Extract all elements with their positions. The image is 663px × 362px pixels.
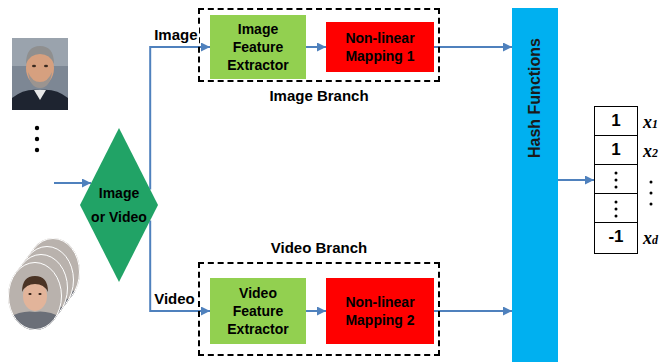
branch-group: Video Feature Extractor Non-linear Mappin… [198,262,440,356]
box-label: Video Feature Extractor [210,284,306,338]
person-photo [12,38,68,110]
box-label: Image Feature Extractor [210,20,306,74]
box-label: Non-linear Mapping 2 [326,293,434,329]
video-frames [8,238,80,330]
ellipsis-dots [35,126,39,152]
box-text: Video Feature Extractor [227,285,288,337]
decision-diamond: Image or Video [80,128,158,282]
branch-label: Image [153,26,198,44]
box-label: Non-linear Mapping 1 [326,29,434,65]
branch-label: Video [153,290,196,308]
index-label: x2 [643,141,658,163]
box-text: Non-linear Mapping 2 [345,294,414,328]
connector-arrow [306,46,326,48]
vector-cell [595,165,637,194]
process-box: Non-linear Mapping 2 [326,278,434,344]
connector-arrow [306,310,326,312]
vector-cell-dots [615,172,618,218]
vector-cell [595,194,637,223]
index-dots [650,181,653,206]
vector-cell: 1 [595,107,637,136]
code-bit: -1 [608,227,623,246]
process-box: Video Feature Extractor [210,278,306,344]
connector-arrow [558,179,594,181]
vector-cell: 1 [595,136,637,165]
code-vector: 1 1 -1 [594,106,638,254]
index-label: xd [643,228,658,250]
hash-bar: Hash Functions [512,8,558,362]
hash-text: Hash Functions [526,38,544,158]
branch-group: Image Feature Extractor Non-linear Mappin… [198,8,440,82]
diamond-shape [80,128,158,282]
code-bit: 1 [611,140,620,159]
branch-title: Video Branch [271,239,367,257]
code-bit: 1 [611,111,620,130]
index-label: x1 [643,112,658,134]
box-text: Non-linear Mapping 1 [345,30,414,64]
diamond-fill [80,128,158,282]
connector-arrow [434,310,512,312]
decision-text: Image or Video [91,185,147,225]
branch-title: Image Branch [269,87,368,105]
process-box: Image Feature Extractor [210,15,306,79]
process-box: Non-linear Mapping 1 [326,22,434,72]
diamond-label: Image or Video [91,181,147,229]
connector-arrow [150,220,210,311]
box-text: Image Feature Extractor [227,21,288,73]
input-arrow [54,182,91,184]
vector-cell: -1 [595,223,637,252]
connector-arrow [434,46,512,48]
connector-arrow [150,47,210,190]
